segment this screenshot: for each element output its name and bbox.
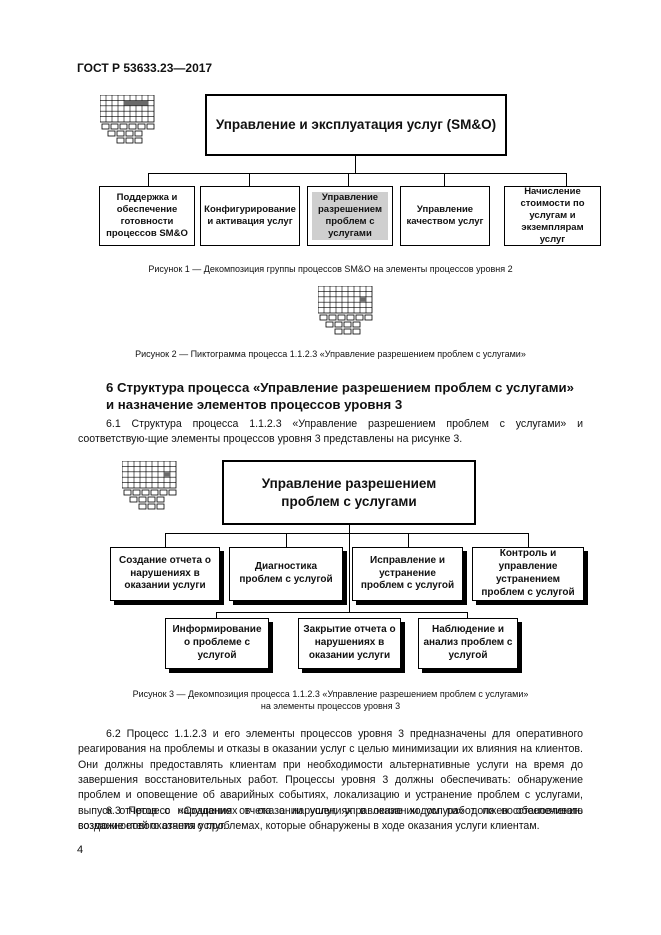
figure2-caption: Рисунок 2 — Пиктограмма процесса 1.1.2.3… — [135, 349, 526, 359]
fig1-main-process-label: Управление и эксплуатация услуг (SM&O) — [215, 117, 497, 133]
standard-header: ГОСТ Р 53633.23—2017 — [77, 61, 213, 75]
fig3-child-label: Контроль и управление устранением пробле… — [481, 548, 575, 598]
paragraph-6-3: 6.3 Процесс «Создание отчета о нарушения… — [78, 804, 583, 835]
fig3-main-process-box: Управление разрешением проблем с услугам… — [222, 460, 476, 525]
fig3-connector — [528, 533, 529, 547]
fig1-trunk-line — [355, 156, 356, 173]
fig1-connector — [148, 173, 149, 186]
fig1-branch-line — [148, 173, 566, 174]
fig3-connector — [408, 533, 409, 547]
paragraph-6-2: 6.2 Процесс 1.1.2.3 и его элементы проце… — [78, 727, 583, 835]
fig3-trunk-line — [349, 525, 350, 613]
paragraph-6-3-text: 6.3 Процесс «Создание отчета о нарушения… — [78, 805, 583, 833]
fig1-child-label: Конфигурирование и активация услуг — [204, 203, 296, 227]
fig3-child-box: Создание отчета о нарушениях в оказании … — [110, 547, 220, 601]
page-number: 4 — [77, 844, 84, 856]
fig3-child-box: Наблюдение и анализ проблем с услугой — [418, 618, 518, 669]
fig1-child-box: Конфигурирование и активация услуг — [200, 186, 300, 246]
fig3-top-branch-line — [165, 533, 529, 534]
fig1-child-label: Управление качеством услуг — [406, 203, 484, 227]
fig1-child-box: Управление качеством услуг — [400, 186, 490, 246]
fig3-child-label: Информирование о проблеме с услугой — [172, 624, 262, 661]
fig3-child-box: Исправление и устранение проблем с услуг… — [352, 547, 463, 601]
fig1-child-label: Начисление стоимости по услугам и экземп… — [520, 185, 585, 246]
fig1-child-label: Поддержка и обеспечение готовности проце… — [106, 191, 188, 240]
fig3-connector — [286, 533, 287, 547]
figure3-caption: Рисунок 3 — Декомпозиция процесса 1.1.2.… — [0, 688, 661, 712]
figure3-caption-line1: Рисунок 3 — Декомпозиция процесса 1.1.2.… — [132, 689, 529, 699]
fig3-child-label: Исправление и устранение проблем с услуг… — [360, 554, 455, 592]
fig3-child-label: Наблюдение и анализ проблем с услугой — [423, 624, 513, 661]
fig1-child-label: Управление разрешением проблем с услугам… — [312, 191, 388, 241]
figure3-caption-line2: на элементы процессов уровня 3 — [260, 701, 401, 712]
fig3-child-label: Диагностика проблем с услугой — [239, 561, 333, 585]
figure1-caption: Рисунок 1 — Декомпозиция группы процессо… — [148, 264, 513, 274]
section-heading-line2: и назначение элементов процессов уровня … — [106, 397, 403, 413]
fig1-connector — [444, 173, 445, 186]
paragraph-6-1-text: 6.1 Структура процесса 1.1.2.3 «Управлен… — [78, 418, 583, 446]
process-pictogram-icon — [318, 286, 373, 335]
process-pictogram-icon — [122, 461, 177, 510]
fig3-main-process-label: Управление разрешением проблем с услугам… — [261, 476, 437, 509]
fig3-child-box: Информирование о проблеме с услугой — [165, 618, 269, 669]
fig3-bottom-branch-line — [216, 612, 468, 613]
fig1-connector — [566, 173, 567, 186]
paragraph-6-1: 6.1 Структура процесса 1.1.2.3 «Управлен… — [78, 417, 583, 448]
paragraph-6-2-text: 6.2 Процесс 1.1.2.3 и его элементы проце… — [78, 728, 583, 833]
fig1-connector — [249, 173, 250, 186]
section-heading-line1: 6 Структура процесса «Управление разреше… — [106, 380, 574, 395]
fig1-child-box: Поддержка и обеспечение готовности проце… — [99, 186, 195, 246]
section-heading: 6 Структура процесса «Управление разреше… — [106, 379, 574, 414]
fig1-child-box: Начисление стоимости по услугам и экземп… — [504, 186, 601, 246]
fig3-connector — [165, 533, 166, 547]
fig3-connector — [467, 612, 468, 618]
fig3-child-box: Диагностика проблем с услугой — [229, 547, 343, 601]
fig1-main-process-box: Управление и эксплуатация услуг (SM&O) — [205, 94, 507, 156]
process-pictogram-icon — [100, 95, 155, 144]
fig3-child-box: Закрытие отчета о нарушениях в оказании … — [298, 618, 401, 669]
fig1-connector — [348, 173, 349, 186]
fig3-child-label: Создание отчета о нарушениях в оказании … — [119, 554, 211, 592]
fig3-child-box: Контроль и управление устранением пробле… — [472, 547, 584, 601]
fig3-connector — [216, 612, 217, 618]
fig1-child-box-highlighted: Управление разрешением проблем с услугам… — [307, 186, 393, 246]
fig3-child-label: Закрытие отчета о нарушениях в оказании … — [303, 624, 396, 661]
